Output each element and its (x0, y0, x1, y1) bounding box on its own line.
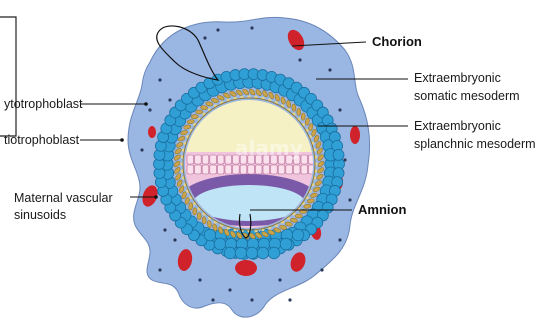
braid-bead (301, 113, 305, 120)
dot (211, 298, 214, 301)
leader-dot-syncytio (120, 138, 124, 142)
left-frame-outline (0, 17, 16, 136)
dot (148, 108, 151, 111)
dot (163, 228, 166, 231)
epiblast-cell (293, 165, 300, 174)
label-extra-somatic-line1: Extraembryonic (414, 71, 501, 85)
dot (228, 288, 231, 291)
cyto-cell (214, 238, 226, 250)
epiblast-cell (233, 165, 240, 174)
dot (250, 298, 253, 301)
epiblast-cell (217, 165, 224, 174)
epiblast-cell (286, 165, 293, 174)
braid-bead (191, 114, 198, 118)
dot (320, 268, 323, 271)
braid-bead (295, 214, 302, 218)
dot (168, 98, 171, 101)
epiblast-cell (255, 165, 262, 174)
dot (338, 238, 341, 241)
dot (203, 36, 206, 39)
label-extra-splanch-line1: Extraembryonic (414, 119, 501, 133)
dot (198, 278, 201, 281)
label-cytotrophoblast: ytotrophoblast (4, 97, 83, 111)
dot (216, 28, 219, 31)
label-extra-somatic-line2: somatic mesoderm (414, 89, 520, 103)
braid-bead (193, 208, 197, 215)
label-syncytiotrophoblast: tiotrophoblast (4, 133, 80, 147)
epiblast-cell (187, 165, 194, 174)
cyto-cell (246, 247, 258, 259)
epiblast-cell (248, 165, 255, 174)
cyto-cell (235, 247, 247, 259)
label-amnion: Amnion (358, 202, 406, 217)
label-extra-splanch-line2: splanchnic mesoderm (414, 137, 536, 151)
dot (338, 108, 341, 111)
epiblast-cell (271, 165, 278, 174)
watermark-text: alamy (235, 136, 303, 160)
epiblast-cell (202, 155, 209, 164)
dot (328, 68, 331, 71)
label-maternal-line1: Maternal vascular (14, 191, 113, 205)
sinusoid (235, 260, 257, 276)
epiblast-cell (225, 155, 232, 164)
label-chorion: Chorion (372, 34, 422, 49)
epiblast-cell (278, 165, 285, 174)
leader-dot-cyto (144, 102, 148, 106)
epiblast-cell (210, 165, 217, 174)
dot (140, 148, 143, 151)
cyto-cell (292, 229, 304, 241)
epiblast-cell (195, 155, 202, 164)
dot (288, 298, 291, 301)
epiblast-cell (217, 155, 224, 164)
dot (348, 198, 351, 201)
epiblast-cell (210, 155, 217, 164)
cyto-cell (204, 229, 216, 241)
dot (173, 238, 176, 241)
cyto-cell (333, 149, 344, 160)
dot (278, 278, 281, 281)
cyto-cell (257, 247, 269, 259)
epiblast-cell (301, 165, 308, 174)
epiblast-cell (187, 155, 194, 164)
leader-dot-maternal (154, 195, 158, 199)
cyto-cell (268, 247, 280, 259)
cyto-cell (224, 247, 236, 259)
epiblast-cell (195, 165, 202, 174)
epiblast-cell (225, 165, 232, 174)
epiblast-cell (263, 165, 270, 174)
dot (250, 26, 253, 29)
braid-bead (196, 110, 203, 114)
braid-bead (197, 212, 201, 219)
braid-bead (297, 108, 301, 115)
sinusoid (148, 126, 156, 138)
dot (158, 78, 161, 81)
epiblast-cell (240, 165, 247, 174)
dot (298, 58, 301, 61)
epiblast-cell (202, 165, 209, 174)
dot (158, 268, 161, 271)
cyto-cell (280, 238, 292, 250)
label-maternal-line2: sinusoids (14, 208, 66, 222)
sinusoid (350, 126, 360, 144)
